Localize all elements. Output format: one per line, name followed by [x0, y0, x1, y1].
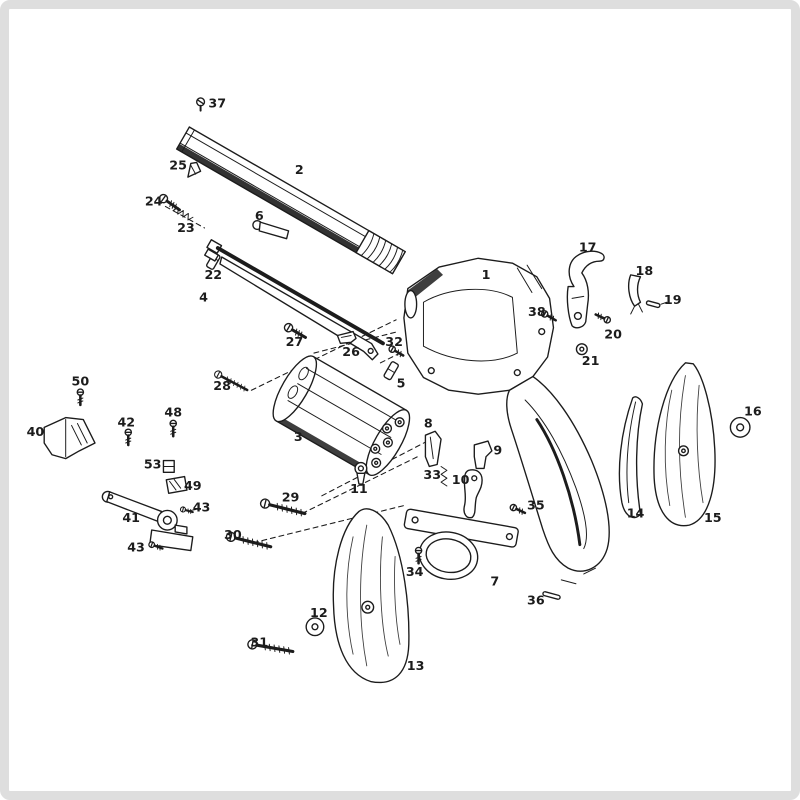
part-21-washer — [575, 343, 588, 356]
part-23-spring — [172, 207, 194, 221]
part-18-hand — [627, 274, 643, 315]
part-20-screw — [593, 310, 613, 326]
revolver-exploded-diagram: 3725224236224171819382012726322155028342… — [27, 96, 762, 684]
part-label-34: 34 — [406, 564, 424, 579]
part-41-lever-assembly — [101, 490, 194, 552]
part-43a-screw — [178, 505, 197, 516]
part-26-stop — [336, 330, 357, 344]
part-label-35: 35 — [527, 497, 545, 512]
part-label-43: 43 — [193, 499, 211, 514]
part-6-latch — [252, 219, 290, 240]
part-8-hand-strip — [424, 430, 442, 468]
part-label-31: 31 — [250, 634, 268, 649]
part-label-16: 16 — [744, 404, 762, 419]
part-10-trigger — [463, 469, 483, 519]
part-53-bracket — [162, 459, 175, 474]
part-12-washer — [305, 617, 325, 637]
part-2-barrel — [175, 126, 406, 275]
part-label-30: 30 — [224, 527, 242, 542]
part-label-4: 4 — [199, 289, 208, 304]
part-9-bolt — [473, 440, 493, 470]
part-label-43: 43 — [127, 540, 145, 555]
part-label-10: 10 — [452, 472, 470, 487]
part-14-grip-liner — [618, 396, 644, 519]
part-5-plunger — [383, 361, 399, 381]
part-42-screw — [123, 427, 133, 447]
part-17-hammer — [566, 250, 605, 329]
part-label-50: 50 — [72, 373, 90, 388]
part-4-loading-lever — [204, 239, 385, 361]
part-16-washer — [729, 416, 751, 438]
part-label-5: 5 — [397, 375, 406, 390]
part-label-8: 8 — [424, 415, 433, 430]
part-label-11: 11 — [350, 481, 368, 496]
part-label-29: 29 — [282, 490, 300, 505]
part-label-2: 2 — [295, 162, 304, 177]
part-36-pin — [542, 591, 561, 600]
part-label-6: 6 — [255, 208, 264, 223]
part-label-49: 49 — [184, 478, 202, 493]
part-19-pin — [645, 300, 668, 309]
part-label-3: 3 — [294, 429, 303, 444]
part-7-trigger-guard — [403, 508, 519, 580]
part-49-plate — [165, 475, 188, 494]
part-label-14: 14 — [627, 505, 645, 520]
part-label-36: 36 — [527, 592, 545, 607]
part-label-21: 21 — [582, 353, 600, 368]
part-label-25: 25 — [169, 157, 187, 172]
part-label-13: 13 — [407, 658, 425, 673]
part-label-1: 1 — [482, 267, 491, 282]
part-label-37: 37 — [208, 96, 226, 111]
part-35-screw — [507, 502, 528, 518]
part-label-48: 48 — [164, 405, 182, 420]
part-label-42: 42 — [117, 414, 135, 429]
part-3-cylinder — [272, 355, 411, 476]
part-label-40: 40 — [27, 424, 45, 439]
part-label-7: 7 — [490, 574, 499, 589]
part-label-23: 23 — [177, 220, 195, 235]
part-13-grip-left — [332, 508, 410, 684]
part-label-38: 38 — [528, 304, 546, 319]
part-15-grip-right — [653, 362, 716, 527]
part-37-screw — [195, 97, 206, 112]
part-11-nipple — [354, 461, 368, 485]
part-label-15: 15 — [704, 510, 722, 525]
part-label-22: 22 — [204, 267, 222, 282]
part-label-17: 17 — [579, 239, 597, 254]
part-label-33: 33 — [423, 467, 441, 482]
part-label-9: 9 — [493, 443, 502, 458]
part-label-12: 12 — [310, 605, 328, 620]
part-label-26: 26 — [342, 344, 360, 359]
part-label-18: 18 — [636, 263, 654, 278]
part-label-41: 41 — [122, 510, 140, 525]
part-25-front-sight — [187, 161, 202, 178]
part-33-spring — [440, 465, 448, 487]
part-label-28: 28 — [213, 378, 231, 393]
part-label-20: 20 — [604, 326, 622, 341]
part-40-block — [43, 416, 96, 460]
part-label-32: 32 — [385, 334, 403, 349]
part-48-screw — [168, 419, 178, 438]
part-label-27: 27 — [286, 334, 304, 349]
part-50-screw — [75, 387, 85, 407]
part-label-19: 19 — [664, 292, 682, 307]
part-label-53: 53 — [144, 456, 162, 471]
part-1-frame — [403, 257, 610, 585]
part-label-24: 24 — [145, 193, 163, 208]
